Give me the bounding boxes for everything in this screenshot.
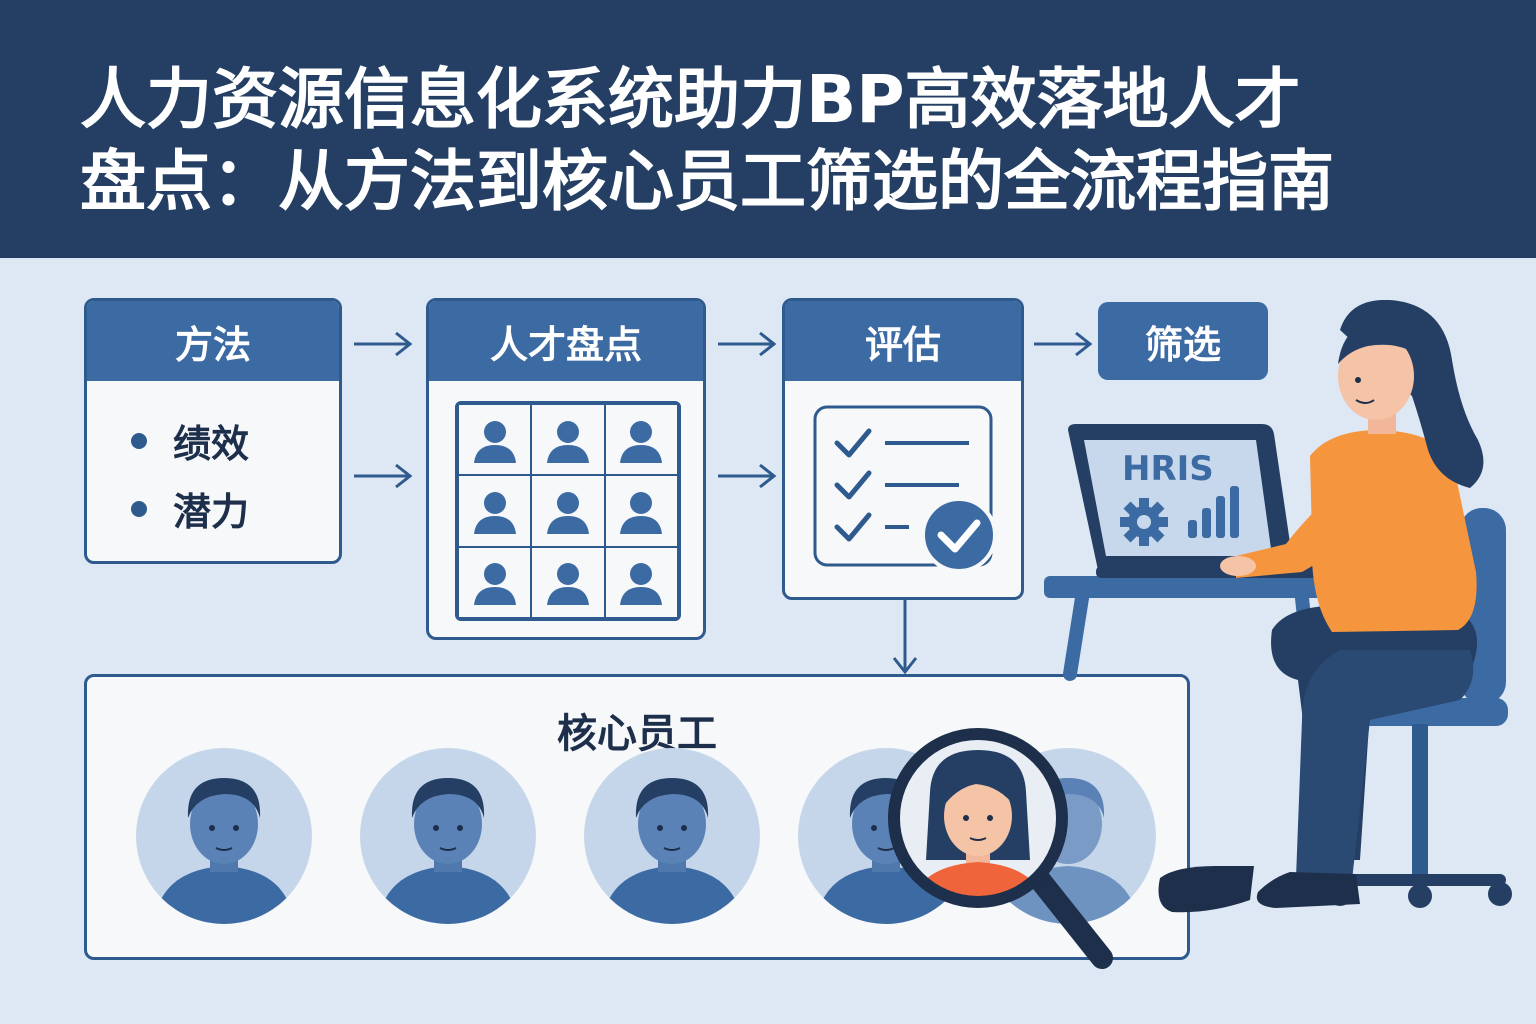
bullet-icon (131, 432, 147, 449)
grid-cell (458, 404, 532, 476)
person-icon (546, 563, 589, 606)
person-icon (473, 563, 516, 606)
person-icon (546, 491, 589, 534)
method-item-potential: 潜力 (131, 481, 249, 536)
method-item-performance: 绩效 (131, 413, 249, 468)
grid-cell (458, 475, 532, 547)
arrow-right-icon (354, 463, 413, 489)
employee-avatar (360, 748, 536, 924)
arrow-right-icon (718, 463, 777, 489)
bullet-icon (131, 500, 147, 517)
person-icon (620, 491, 663, 534)
hr-person-illustration: HRIS (1044, 300, 1512, 913)
evaluation-card: 评估 (782, 298, 1024, 600)
person-icon (473, 491, 516, 534)
grid-cell (531, 404, 605, 476)
hris-label: HRIS (1122, 449, 1214, 489)
checklist-icon (813, 405, 997, 573)
grid-cell (531, 546, 605, 618)
method-item-label: 潜力 (173, 490, 250, 534)
grid-cell (604, 404, 678, 476)
method-item-label: 绩效 (173, 422, 250, 466)
grid-cell (604, 546, 678, 618)
talent-review-card-title: 人才盘点 (429, 301, 703, 381)
magnifier-icon (888, 728, 1113, 969)
grid-cell (458, 546, 532, 618)
screening-label: 筛选 (1098, 302, 1268, 380)
method-card-title: 方法 (87, 301, 339, 381)
arrow-down-icon (892, 600, 918, 675)
grid-cell (531, 475, 605, 547)
person-icon (620, 420, 663, 463)
gear-icon (1120, 498, 1168, 546)
talent-grid (455, 401, 681, 621)
arrow-right-icon (354, 331, 413, 357)
grid-cell (604, 475, 678, 547)
header-banner: 人力资源信息化系统助力BP高效落地人才 盘点：从方法到核心员工筛选的全流程指南 (0, 0, 1536, 258)
title-line-2: 盘点：从方法到核心员工筛选的全流程指南 (80, 143, 1334, 220)
person-icon (473, 420, 516, 463)
bar-chart-icon (1188, 486, 1239, 538)
person-icon (546, 420, 589, 463)
arrow-right-icon (718, 331, 777, 357)
title-line-1: 人力资源信息化系统助力BP高效落地人才 (80, 61, 1301, 138)
employee-avatar (584, 748, 760, 924)
method-card: 方法 绩效 潜力 (84, 298, 342, 564)
arrow-right-icon (1034, 331, 1093, 357)
evaluation-card-title: 评估 (785, 301, 1021, 381)
employee-avatar (136, 748, 312, 924)
talent-review-card: 人才盘点 (426, 298, 706, 640)
person-icon (620, 563, 663, 606)
